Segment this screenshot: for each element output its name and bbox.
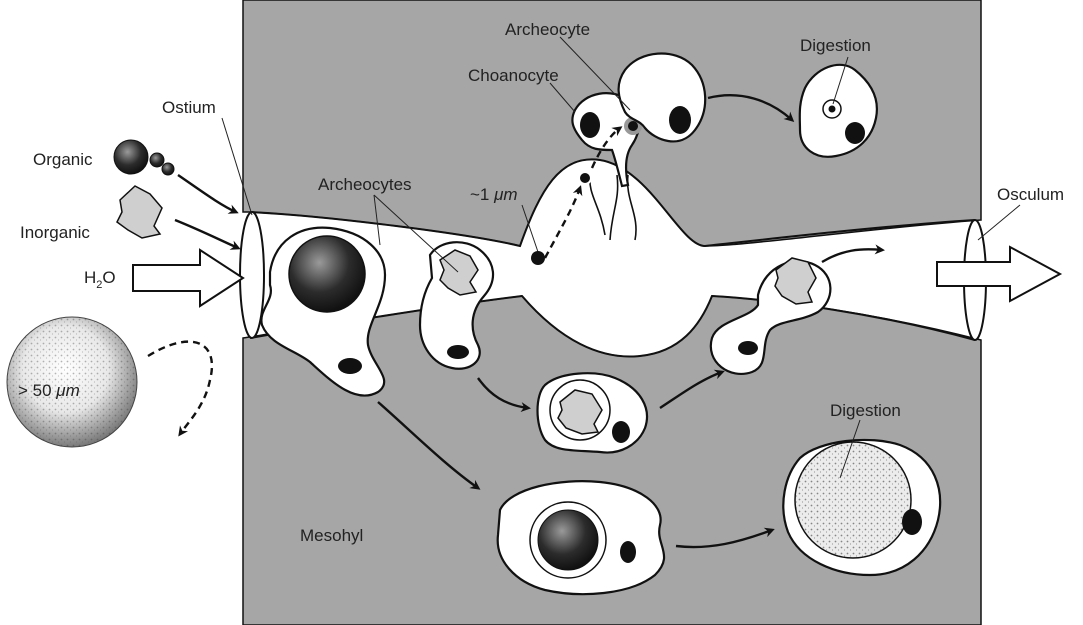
exit-flow-arrow bbox=[822, 249, 882, 262]
digestion-top-label: Digestion bbox=[800, 36, 871, 55]
nucleus bbox=[669, 106, 691, 134]
organic-particle-medium bbox=[150, 153, 164, 167]
bacterium bbox=[579, 172, 591, 184]
mesohyl-label: Mesohyl bbox=[300, 526, 363, 545]
nucleus bbox=[338, 358, 362, 374]
nucleus bbox=[612, 421, 630, 443]
nucleus bbox=[902, 509, 922, 535]
organic-entry-arrow bbox=[178, 175, 236, 212]
inorganic-particle bbox=[117, 186, 162, 238]
water-outflow-arrow bbox=[937, 247, 1060, 301]
choanocyte-collar bbox=[590, 175, 636, 240]
vacuole-particle bbox=[829, 106, 836, 113]
vacuole-organic-particle bbox=[538, 510, 598, 570]
digesting-material bbox=[795, 442, 911, 558]
choanocyte-label: Choanocyte bbox=[468, 66, 559, 85]
osculum-leader bbox=[978, 205, 1020, 240]
inorganic-entry-arrow bbox=[175, 220, 238, 248]
rejection-arrow bbox=[148, 342, 212, 434]
nucleus bbox=[447, 345, 469, 359]
bacterium-capture-arrow bbox=[545, 188, 580, 258]
inorganic-label: Inorganic bbox=[20, 223, 90, 242]
size-small-label: ~1 μm bbox=[470, 185, 518, 204]
nucleus bbox=[620, 541, 636, 563]
water-label: H2O bbox=[84, 268, 116, 291]
nucleus bbox=[738, 341, 758, 355]
organic-label: Organic bbox=[33, 150, 93, 169]
nucleus bbox=[580, 112, 600, 138]
nucleus bbox=[845, 122, 865, 144]
digestion-bottom-label: Digestion bbox=[830, 401, 901, 420]
ingested-organic-particle bbox=[289, 236, 365, 312]
archeocyte-label: Archeocyte bbox=[505, 20, 590, 39]
organic-particle-large bbox=[114, 140, 148, 174]
water-inflow-arrow bbox=[133, 250, 243, 306]
organic-particle-small bbox=[162, 163, 174, 175]
archeocytes-label: Archeocytes bbox=[318, 175, 412, 194]
canal-bacterium bbox=[531, 251, 545, 265]
osculum-label: Osculum bbox=[997, 185, 1064, 204]
size-large-label: > 50 μm bbox=[18, 381, 80, 400]
ostium-label: Ostium bbox=[162, 98, 216, 117]
